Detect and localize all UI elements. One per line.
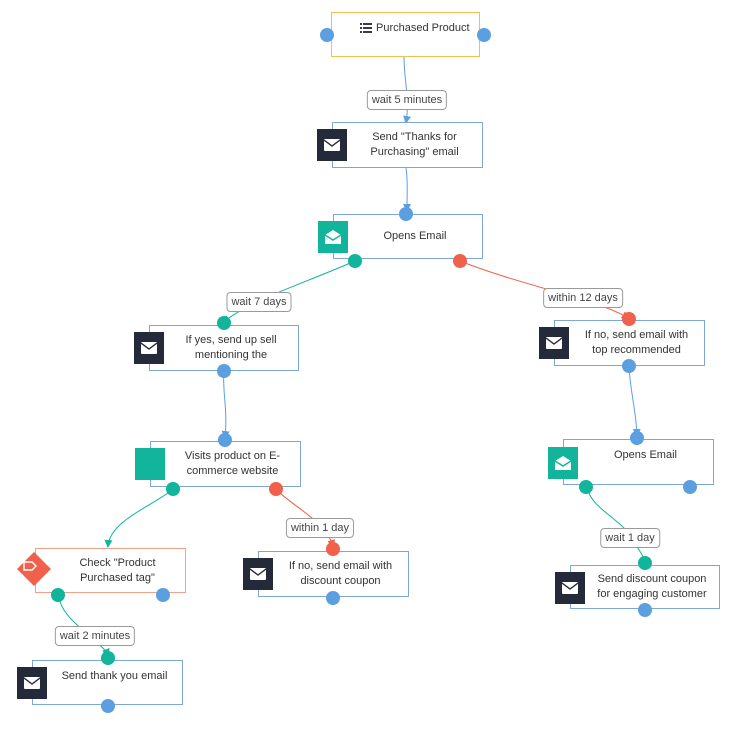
yes-port[interactable] [166,482,180,496]
node-label: Check "Product Purchased tag" [79,556,156,584]
input-port[interactable] [320,28,334,42]
node-label: Send "Thanks for Purchasing" email [370,131,459,158]
no-port[interactable] [453,254,467,268]
yes-port[interactable] [348,254,362,268]
edge-opens2-to-engaging[interactable] [586,486,649,565]
edge-label-within-12-days[interactable]: within 12 days [543,288,623,308]
node-label: If no, send email with top recommended [584,329,689,356]
envelope-icon [243,558,273,590]
condition-visits-product[interactable]: Visits product on E-commerce website [135,441,301,487]
condition-opens-email[interactable]: Opens Email [318,214,483,259]
action-discount-engaging-email[interactable]: Send discount coupon for engaging custom… [555,565,720,609]
edge-check-to-thankyou[interactable] [57,594,110,657]
edge-purchased-to-thanks[interactable] [403,56,412,124]
output-port[interactable] [326,591,340,605]
web-icon [135,448,165,480]
tag-glyph-icon [23,561,37,571]
yes-port[interactable] [579,480,593,494]
edge-thanks-to-opens[interactable] [403,167,412,212]
envelope-icon [539,327,569,359]
envelope-icon [134,332,164,364]
edge-label-wait-1-day[interactable]: wait 1 day [600,528,660,548]
no-port[interactable] [683,480,697,494]
node-label: Opens Email [614,449,677,461]
action-discount-coupon-email[interactable]: If no, send email with discount coupon [243,551,409,597]
edge-label-wait-5-minutes[interactable]: wait 5 minutes [366,90,448,110]
output-port[interactable] [622,359,636,373]
envelope-icon [317,129,347,161]
no-port[interactable] [156,588,170,602]
input-port[interactable] [638,556,652,570]
input-port[interactable] [399,207,413,221]
output-port[interactable] [217,364,231,378]
output-port[interactable] [101,699,115,713]
node-label: Visits product on E-commerce website [184,450,281,477]
edge-label-wait-2-minutes[interactable]: wait 2 minutes [54,626,136,646]
action-recommended-email[interactable]: If no, send email with top recommended [539,320,705,366]
edge-visits-to-check[interactable] [104,488,174,548]
action-send-thanks-email[interactable]: Send "Thanks for Purchasing" email [317,122,483,168]
edge-recommended-to-opens2[interactable] [628,365,641,437]
condition-check-tag[interactable]: Check "Product Purchased tag" [17,548,186,593]
input-port[interactable] [217,316,231,330]
input-port[interactable] [218,433,232,447]
yes-port[interactable] [51,588,65,602]
condition-opens-email-2[interactable]: Opens Email [548,439,714,485]
edge-label-within-1-day[interactable]: within 1 day [285,518,355,538]
node-label: Send discount coupon for engaging custom… [597,573,707,600]
trigger-purchased-product[interactable]: Purchased Product [331,12,480,57]
list-icon [360,23,372,33]
input-port[interactable] [326,542,340,556]
node-label: Send thank you email [61,670,168,682]
open-envelope-icon [318,221,348,253]
action-thank-you-email[interactable]: Send thank you email [17,660,183,705]
node-label: If no, send email with discount coupon [288,560,393,587]
output-port[interactable] [638,603,652,617]
trigger-label: Purchased Product [376,22,470,34]
no-port[interactable] [269,482,283,496]
node-label: Opens Email [383,230,447,242]
open-envelope-icon [548,447,578,479]
envelope-icon [555,572,585,604]
input-port[interactable] [630,431,644,445]
output-port[interactable] [477,28,491,42]
node-label: If yes, send up sell mentioning the [185,334,277,361]
input-port[interactable] [622,312,636,326]
edge-upsell-to-visits[interactable] [221,370,230,439]
input-port[interactable] [101,651,115,665]
envelope-icon [17,667,47,699]
edge-label-wait-7-days[interactable]: wait 7 days [226,292,292,312]
